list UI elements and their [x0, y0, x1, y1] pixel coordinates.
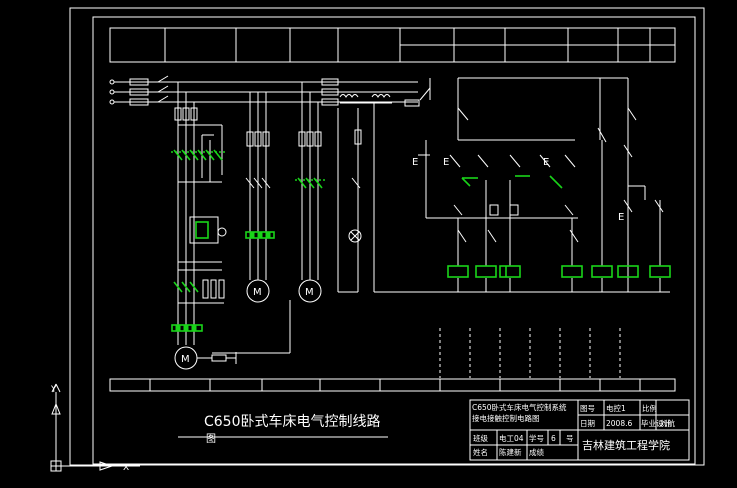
tb-drawing-name-2: 接电接触控制电路图: [472, 413, 540, 423]
tb-drawing-name-1: C650卧式车床电气控制系统: [472, 402, 567, 412]
svg-text:E: E: [412, 157, 418, 168]
tb-value-drawing-no: 电控1: [606, 403, 626, 413]
tb-institution: 吉林建筑工程学院: [582, 438, 670, 452]
tb-label-number: 号: [566, 434, 574, 443]
tb-value-class: 电工04: [499, 433, 524, 443]
lower-right-divisions: [439, 328, 621, 378]
motor-m3-branch: M: [295, 82, 325, 303]
tb-label-drawing-no: 图号: [580, 404, 595, 413]
tb-label-student-no: 学号: [529, 433, 544, 443]
control-circuit: E E E E: [373, 77, 670, 293]
control-transformer: [337, 78, 431, 293]
main-motor-branch: [171, 82, 227, 345]
coil-km7: [649, 265, 671, 278]
outer-frame: [69, 7, 705, 466]
tb-label-scale: 比例: [642, 403, 657, 413]
svg-text:M: M: [181, 354, 190, 365]
tb-value-small: 毕业设计: [641, 418, 671, 428]
svg-text:Y: Y: [50, 385, 57, 395]
svg-text:E: E: [543, 157, 549, 168]
svg-text:M: M: [253, 287, 262, 298]
inner-frame: [92, 16, 696, 465]
tb-value-name: 刘航: [660, 418, 675, 428]
svg-text:X: X: [123, 463, 129, 473]
coil-km6: [617, 265, 639, 278]
three-phase-bus: [109, 75, 418, 106]
top-strip-table: [109, 27, 676, 63]
contactor-coils: [447, 265, 671, 278]
tb-label-date: 日期: [580, 419, 595, 428]
coil-km5: [591, 265, 613, 278]
coil-km1: [447, 265, 469, 278]
tb-value-student-name: 陈建新: [499, 447, 522, 457]
tb-value-date: 2008.6: [606, 419, 632, 428]
ucs-axis-icon: Y X: [50, 383, 140, 473]
motor-m1: M: [174, 300, 291, 370]
tb-value-student-no: 6: [551, 434, 556, 443]
drawing-title: C650卧式车床电气控制线路: [204, 413, 381, 430]
motor-m2-branch: M: [245, 92, 275, 303]
bottom-strip-table: [109, 378, 676, 392]
tb-label-grade: 成绩: [529, 447, 544, 457]
svg-text:E: E: [618, 212, 624, 223]
tb-label-name: 姓名: [473, 447, 488, 457]
drawing-subtitle: 图: [206, 433, 216, 445]
coil-km4: [561, 265, 583, 278]
coil-km2: [475, 265, 497, 278]
tb-label-class: 班级: [473, 433, 488, 443]
svg-text:M: M: [305, 287, 314, 298]
coil-km3: [499, 265, 521, 278]
svg-text:E: E: [443, 157, 449, 168]
title-block: [469, 399, 690, 461]
